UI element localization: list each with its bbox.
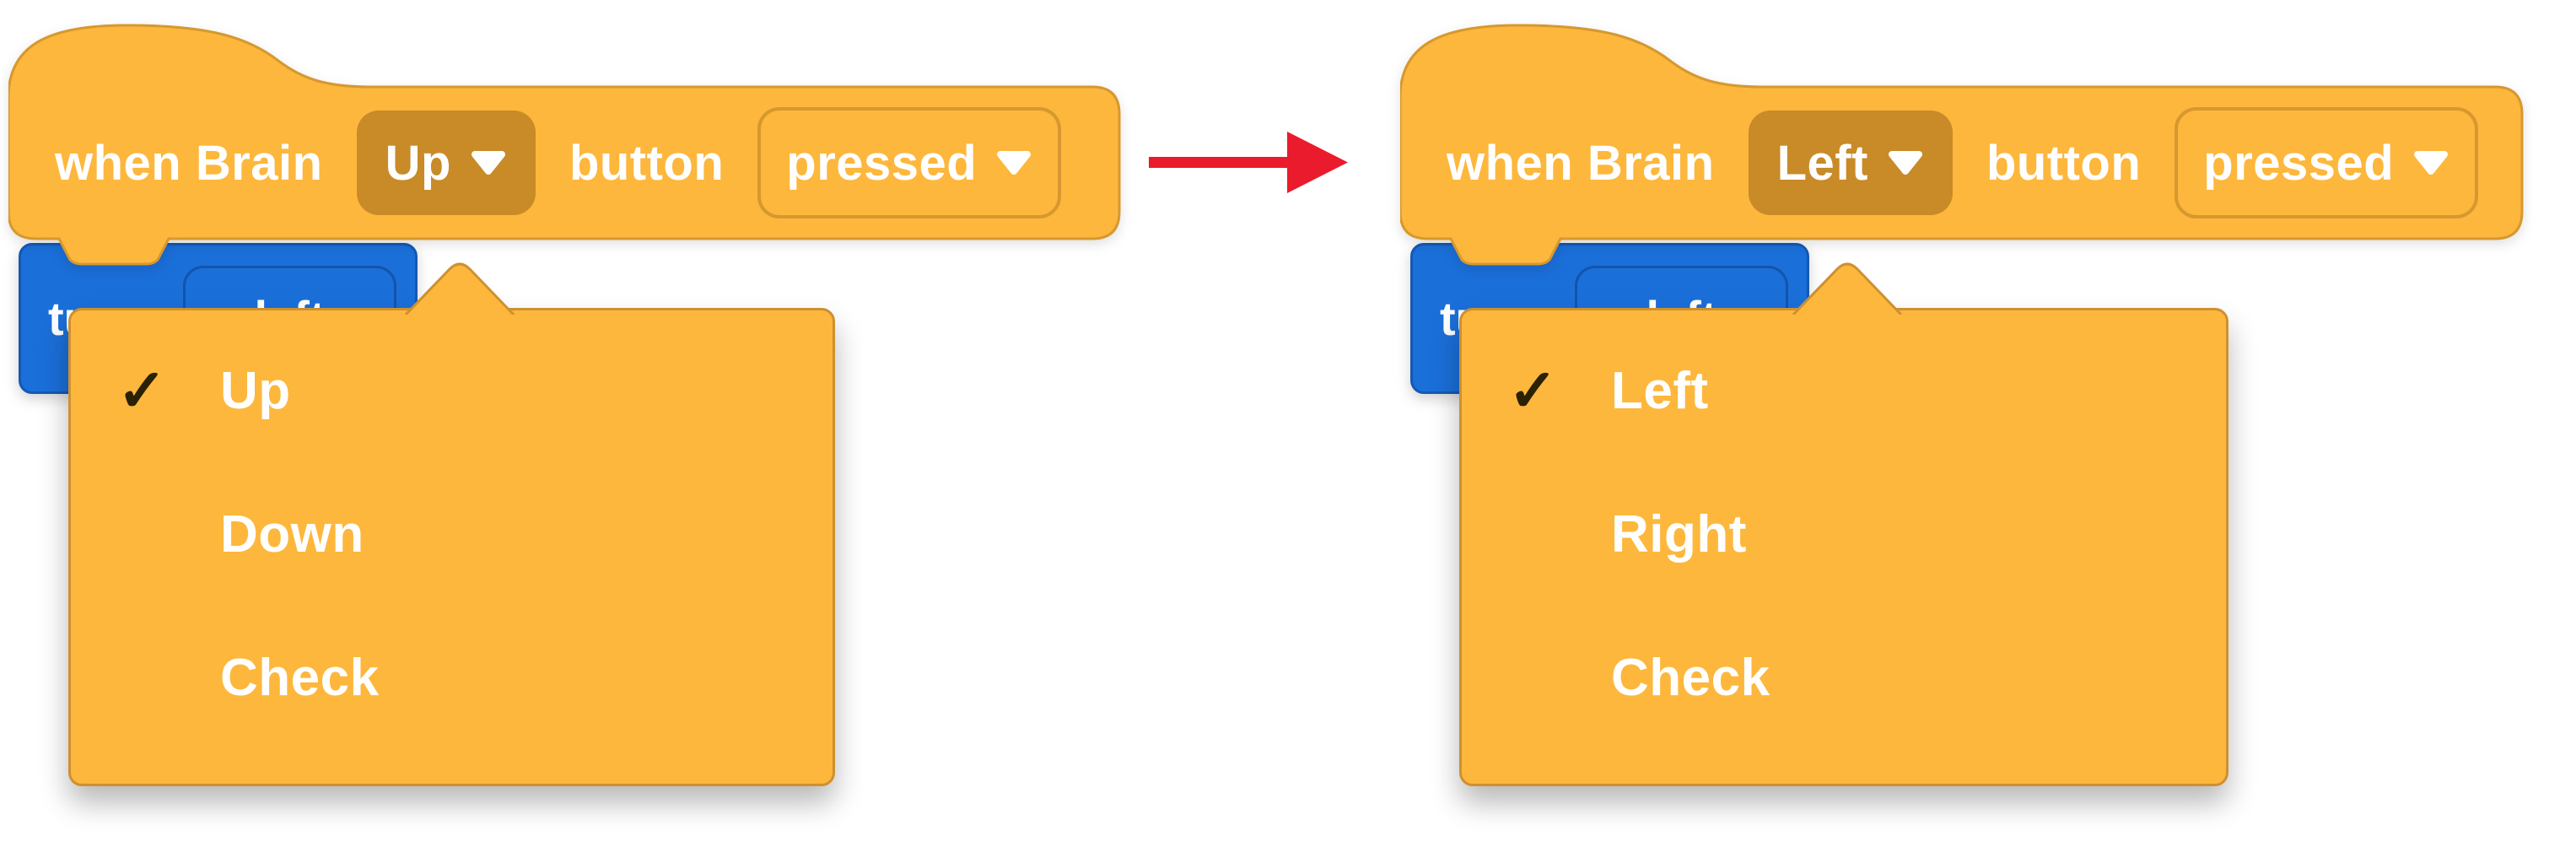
menu-caret-icon	[1792, 262, 1903, 315]
when-brain-button-hat-block[interactable]	[1400, 21, 2526, 269]
button-state-value: pressed	[786, 135, 978, 191]
brain-button-dropdown[interactable]: Up	[356, 111, 536, 215]
dropdown-arrow-icon	[471, 151, 505, 175]
menu-item-right[interactable]: Right	[1611, 504, 1747, 564]
brain-button-value: Up	[385, 135, 451, 191]
dropdown-arrow-icon	[1888, 151, 1922, 175]
dropdown-arrow-icon	[2414, 151, 2449, 175]
button-state-value: pressed	[2203, 135, 2395, 191]
transition-arrow-icon	[1149, 132, 1348, 193]
hat-block-content: when Brain Up button pressed	[8, 87, 1119, 239]
brain-button-dropdown-menu: ✓ Left Right Check	[1459, 308, 2228, 786]
when-brain-label: when Brain	[55, 135, 323, 191]
dropdown-arrow-icon	[997, 151, 1032, 175]
button-label: button	[569, 135, 725, 191]
button-state-dropdown[interactable]: pressed	[2175, 107, 2479, 218]
menu-item-check[interactable]: Check	[1611, 648, 1770, 707]
brain-button-dropdown[interactable]: Left	[1748, 111, 1953, 215]
button-state-dropdown[interactable]: pressed	[757, 107, 1062, 218]
button-label: button	[1986, 135, 2142, 191]
brain-button-value: Left	[1776, 135, 1868, 191]
hat-block-content: when Brain Left button pressed	[1400, 87, 2522, 239]
check-icon: ✓	[117, 358, 167, 423]
when-brain-label: when Brain	[1447, 135, 1715, 191]
check-icon: ✓	[1508, 358, 1558, 423]
brain-button-dropdown-menu: ✓ Up Down Check	[68, 308, 835, 786]
when-brain-button-hat-block[interactable]	[8, 21, 1124, 269]
menu-item-up[interactable]: ✓ Up	[117, 358, 291, 423]
menu-item-down[interactable]: Down	[220, 504, 364, 564]
menu-item-check[interactable]: Check	[220, 648, 380, 707]
menu-item-left[interactable]: ✓ Left	[1508, 358, 1709, 423]
menu-caret-icon	[404, 262, 515, 315]
